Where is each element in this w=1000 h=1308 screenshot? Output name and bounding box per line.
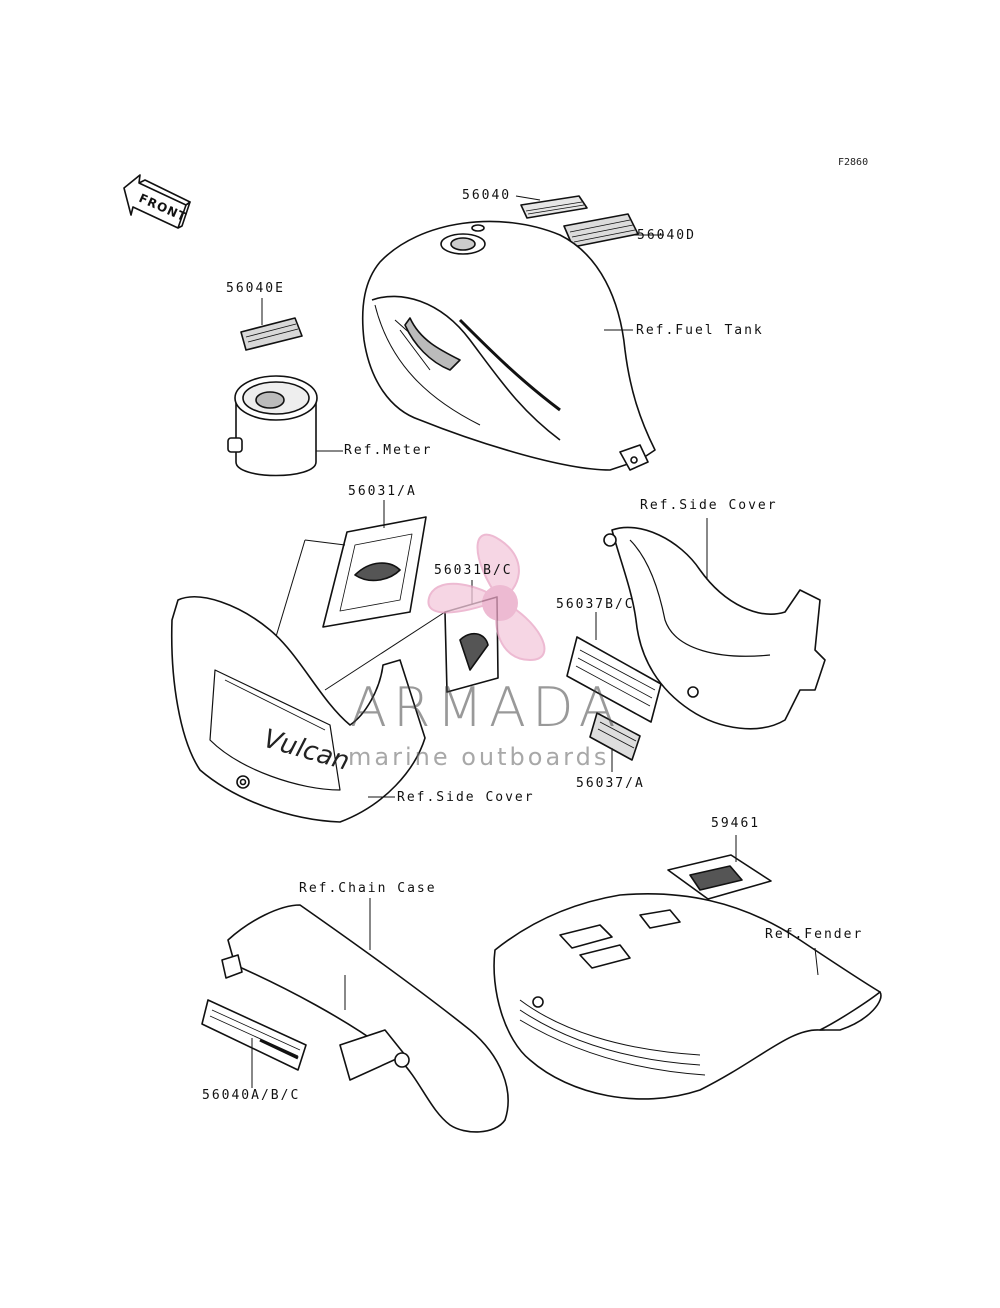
decal-56031bc (324, 580, 499, 693)
label-56040d: 56040D (637, 228, 696, 243)
label-ref-side-cover-right: Ref.Side Cover (640, 498, 778, 513)
decal-56031a (271, 500, 427, 651)
label-56040: 56040 (462, 188, 512, 203)
front-arrow-icon: FRONT (123, 174, 191, 229)
label-56040abc: 56040A/B/C (202, 1088, 301, 1103)
right-side-cover (603, 518, 826, 730)
watermark-brand: ARMADA (350, 676, 622, 739)
decal-56037a (589, 712, 641, 772)
chain-case (221, 898, 509, 1133)
rear-fender (493, 893, 882, 1100)
decal-56040abc (201, 999, 307, 1088)
diagram-code: F2860 (838, 157, 869, 168)
watermark-propeller-icon (427, 533, 546, 662)
label-56031bc: 56031B/C (434, 563, 513, 578)
label-59461: 59461 (711, 816, 761, 831)
fuel-tank (361, 220, 656, 471)
label-ref-side-cover-left: Ref.Side Cover (397, 790, 535, 805)
label-56037a: 56037/A (576, 776, 645, 791)
label-56037bc: 56037B/C (556, 597, 635, 612)
label-ref-fuel-tank: Ref.Fuel Tank (636, 323, 764, 338)
label-ref-chain-case: Ref.Chain Case (299, 881, 437, 896)
label-ref-meter: Ref.Meter (344, 443, 433, 458)
decal-59461 (667, 835, 772, 900)
decal-56040e (240, 298, 303, 351)
decal-56037bc (566, 612, 662, 723)
meter (227, 375, 343, 477)
label-56031a: 56031/A (348, 484, 417, 499)
left-side-cover: Vulcan (170, 596, 426, 823)
watermark-tagline: marine outboards (348, 743, 610, 771)
label-ref-fender: Ref.Fender (765, 927, 864, 942)
label-56040e: 56040E (226, 281, 285, 296)
decal-56040 (515, 195, 588, 219)
